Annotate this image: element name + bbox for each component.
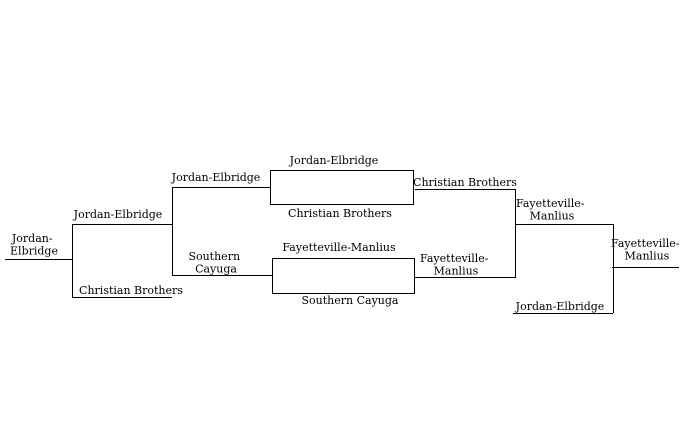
left-semi-bottom-label: Christian Brothers bbox=[79, 284, 183, 297]
right-winner-label: Fayetteville- Manlius bbox=[611, 237, 683, 263]
box-top-top-label: Jordan-Elbridge bbox=[289, 154, 379, 167]
right-quarter-top-label: Christian Brothers bbox=[413, 176, 517, 189]
left-winner-label: Jordan- Elbridge bbox=[10, 232, 58, 258]
left-quarter-top-label: Jordan-Elbridge bbox=[171, 171, 261, 184]
matchup-box-top bbox=[270, 170, 414, 205]
right-semi-bottom-label: Jordan-Elbridge bbox=[515, 300, 605, 313]
box-bottom-top-label: Fayetteville-Manlius bbox=[282, 241, 396, 254]
matchup-box-bottom bbox=[272, 258, 415, 294]
left-quarter-bottom-label: Southern Cayuga bbox=[188, 250, 243, 276]
right-semi-top-label: Fayetteville- Manlius bbox=[516, 197, 588, 223]
left-semi-top-label: Jordan-Elbridge bbox=[73, 208, 163, 221]
box-bottom-bottom-label: Southern Cayuga bbox=[302, 294, 399, 307]
right-quarter-bottom-label: Fayetteville- Manlius bbox=[420, 252, 492, 278]
box-top-bottom-label: Christian Brothers bbox=[288, 207, 392, 220]
